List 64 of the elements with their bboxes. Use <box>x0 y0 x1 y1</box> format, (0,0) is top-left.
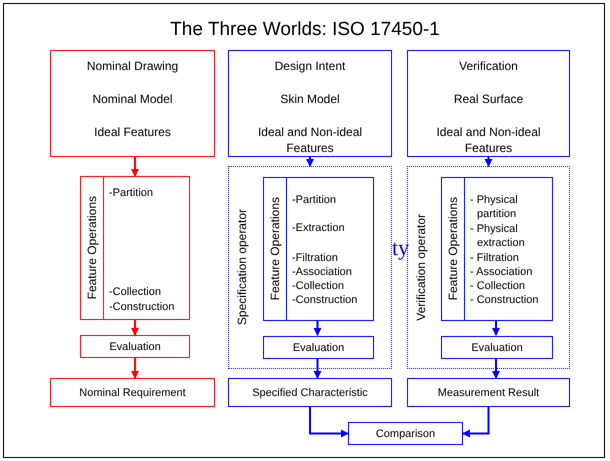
list-item: - Physical extraction <box>470 222 526 250</box>
stray-text: ty <box>392 236 410 260</box>
arrow <box>314 358 322 379</box>
vertical-heading: Feature Operations <box>85 196 99 300</box>
box-label: Comparison <box>374 426 436 442</box>
arrow <box>462 407 490 438</box>
arrow <box>131 358 139 379</box>
process-box <box>407 378 570 407</box>
operations-box <box>441 177 553 321</box>
box-label: Evaluation <box>108 340 162 354</box>
process-box <box>348 422 463 445</box>
list-item: -Partition <box>109 186 154 200</box>
process-box <box>80 335 190 358</box>
process-box <box>441 336 553 359</box>
list-item: - Physical partition <box>470 193 519 221</box>
box-text: Verification <box>458 58 519 74</box>
arrow <box>314 320 322 336</box>
operator-group <box>228 166 392 369</box>
box-label: Measurement Result <box>436 386 540 400</box>
box-text: Ideal Features <box>93 124 172 140</box>
diagram-title: The Three Worlds: ISO 17450-1 <box>170 19 440 40</box>
list-item: -Collection <box>109 285 162 299</box>
arrow <box>131 320 139 336</box>
vertical-label: Specification operator <box>235 209 249 326</box>
box-text: Real Surface <box>452 91 524 107</box>
list-item: -Filtration <box>292 251 339 265</box>
arrow <box>484 157 492 167</box>
box-text: Ideal and Non-ideal Features <box>256 124 364 156</box>
arrow <box>131 157 139 177</box>
process-box <box>407 50 570 157</box>
list-item: -Extraction <box>292 221 346 235</box>
box-text: Ideal and Non-ideal Features <box>435 124 542 156</box>
list-item: -Construction <box>292 293 358 307</box>
box-text: Skin Model <box>279 91 341 107</box>
box-label: Specified Characteristic <box>251 386 369 400</box>
arrow <box>309 407 349 438</box>
list-item: -Construction <box>109 300 176 314</box>
arrow <box>306 157 314 167</box>
arrow <box>492 358 500 379</box>
arrow <box>492 320 500 336</box>
vertical-heading: Feature Operations <box>446 197 460 301</box>
box-label: Evaluation <box>470 340 524 356</box>
list-item: - Construction <box>470 293 540 307</box>
box-text: Design Intent <box>274 58 346 74</box>
process-box <box>228 50 392 157</box>
vertical-label: Verification operator <box>414 214 428 321</box>
list-item: - Filtration <box>470 251 520 265</box>
operations-box <box>80 176 190 320</box>
operations-box <box>263 177 374 321</box>
box-label: Evaluation <box>292 340 346 356</box>
list-item: -Partition <box>292 193 338 207</box>
process-box <box>228 378 392 407</box>
process-box <box>50 378 215 407</box>
list-item: - Collection <box>470 279 526 293</box>
list-item: -Association <box>292 265 353 279</box>
operator-group <box>407 166 570 369</box>
process-box <box>263 336 374 359</box>
vertical-heading: Feature Operations <box>268 197 282 301</box>
list-item: -Collection <box>292 279 345 293</box>
list-item: - Association <box>470 265 534 279</box>
box-text: Nominal Drawing <box>86 58 180 74</box>
process-box <box>50 50 215 157</box>
box-text: Nominal Model <box>91 91 174 107</box>
box-label: Nominal Requirement <box>78 386 187 400</box>
